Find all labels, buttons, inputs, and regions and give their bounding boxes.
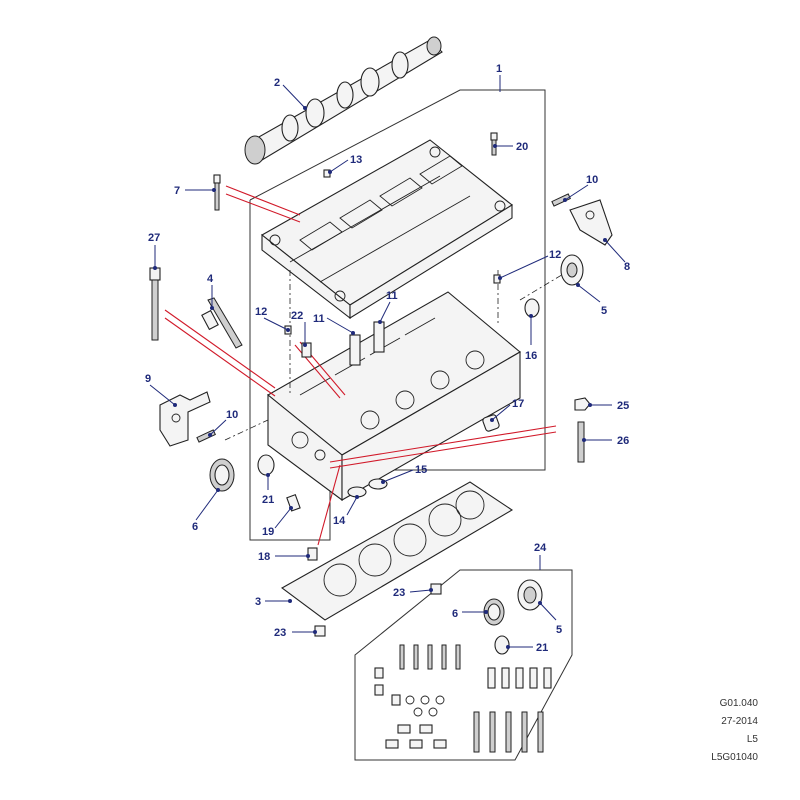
callout-10-upper: 10 — [586, 174, 598, 186]
callout-labels: 1 2 3 4 5 5 6 6 7 8 9 10 10 11 11 12 12 … — [145, 63, 630, 654]
callout-15: 15 — [415, 464, 427, 476]
callout-16: 16 — [525, 350, 537, 362]
seal-6-lower — [209, 458, 235, 492]
callout-4: 4 — [207, 273, 214, 285]
callout-21-lower: 21 — [262, 494, 274, 506]
callout-13: 13 — [350, 154, 362, 166]
callout-1: 1 — [496, 63, 502, 75]
callout-12-right: 12 — [549, 249, 561, 261]
sensor-17 — [482, 414, 500, 432]
stud-26 — [577, 421, 585, 463]
callout-11-left: 11 — [313, 313, 325, 325]
bolt-20 — [490, 132, 498, 156]
callout-7: 7 — [174, 185, 180, 197]
camshaft — [244, 36, 443, 165]
bracket-8 — [569, 199, 613, 246]
callout-23-lower: 23 — [274, 627, 286, 639]
dowel-19 — [286, 494, 301, 512]
callout-8: 8 — [624, 261, 630, 273]
callout-6-kit: 6 — [452, 608, 458, 620]
stud-27 — [149, 267, 161, 341]
bolt-7 — [213, 174, 221, 211]
callout-17: 17 — [512, 398, 524, 410]
callout-9: 9 — [145, 373, 151, 385]
callout-5-kit: 5 — [556, 624, 562, 636]
reference-code: G01.040 — [719, 698, 758, 709]
callout-12-left: 12 — [255, 306, 267, 318]
callout-3: 3 — [255, 596, 261, 608]
kit-24-frame — [354, 569, 573, 761]
callout-21-kit: 21 — [536, 642, 548, 654]
callout-24: 24 — [534, 542, 547, 554]
cylinder-head — [267, 291, 521, 502]
bracket-9 — [159, 391, 211, 447]
camshaft-carrier — [261, 139, 513, 320]
kit-24-contents — [374, 579, 552, 753]
dowel-22 — [301, 342, 312, 358]
callout-leaders — [149, 75, 626, 649]
reference-date: 27-2014 — [721, 716, 758, 727]
callout-2: 2 — [274, 77, 280, 89]
callout-10-lower: 10 — [226, 409, 238, 421]
bolt-10-lower — [196, 429, 216, 443]
callout-23-upper: 23 — [393, 587, 405, 599]
callout-25: 25 — [617, 400, 629, 412]
callout-14: 14 — [333, 515, 346, 527]
assembly-1-frame — [249, 89, 546, 541]
seal-5-upper — [560, 254, 584, 286]
callout-11-right: 11 — [386, 290, 398, 302]
callout-18: 18 — [258, 551, 270, 563]
callout-20: 20 — [516, 141, 528, 153]
cylinder-head-gasket — [280, 481, 514, 621]
plug-21-lower — [257, 454, 275, 476]
nut-25 — [574, 397, 591, 411]
callout-6-lower: 6 — [192, 521, 198, 533]
reference-model: L5 — [746, 734, 758, 745]
callout-26: 26 — [617, 435, 629, 447]
reference-drawing: L5G01040 — [711, 752, 758, 763]
callout-19: 19 — [262, 526, 274, 538]
dowel-18 — [307, 547, 318, 561]
callout-27: 27 — [148, 232, 160, 244]
callout-22: 22 — [291, 310, 303, 322]
bolt-10-upper — [551, 193, 571, 207]
callout-5-upper: 5 — [601, 305, 607, 317]
